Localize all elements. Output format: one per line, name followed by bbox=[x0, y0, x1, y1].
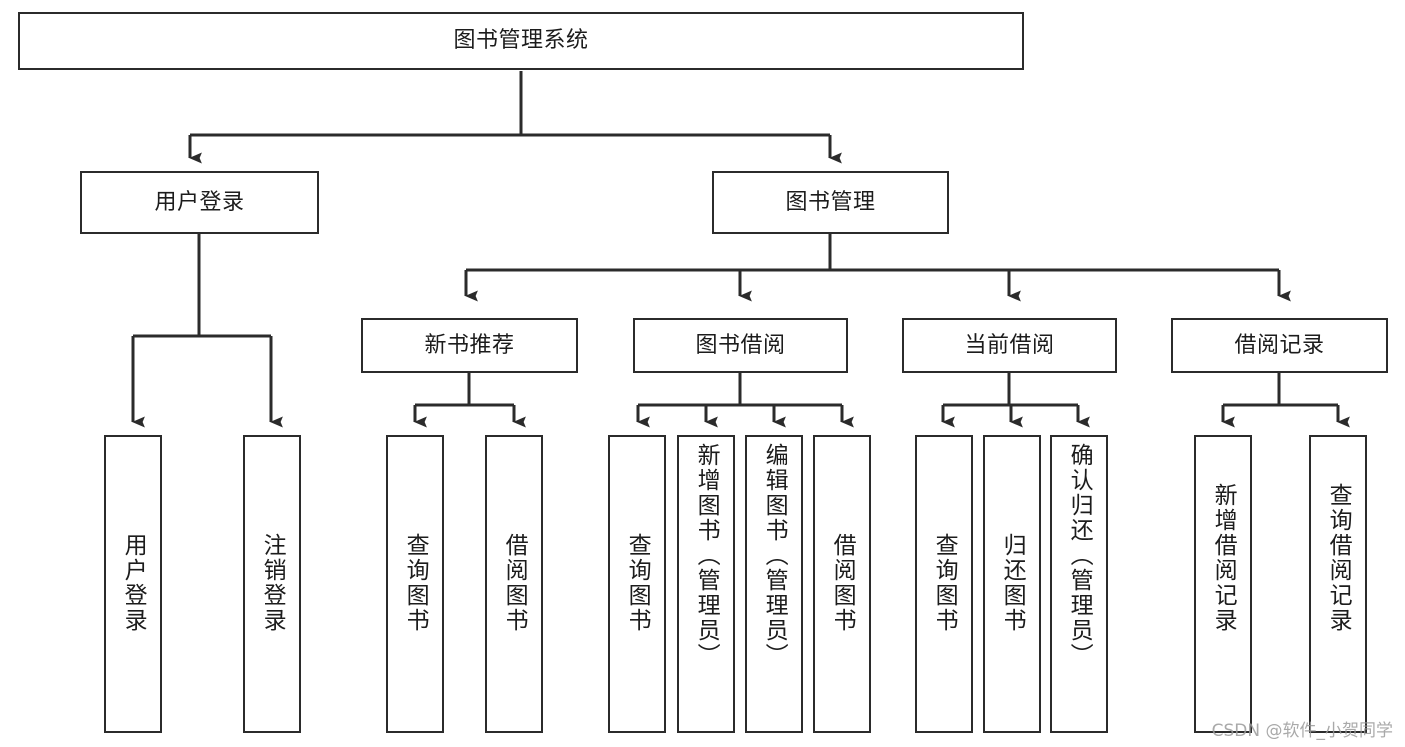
node-label: 当前借阅 bbox=[964, 332, 1055, 358]
node-borrow-record[interactable]: 借阅记录 bbox=[1171, 318, 1388, 373]
node-label: 归还图书 bbox=[999, 533, 1026, 633]
node-label: 借阅图书 bbox=[829, 533, 856, 633]
leaf-user-login[interactable]: 用户登录 bbox=[104, 435, 162, 733]
node-current-borrow[interactable]: 当前借阅 bbox=[902, 318, 1117, 373]
watermark-text: CSDN @软件_小贺同学 bbox=[1211, 721, 1393, 741]
node-book-management[interactable]: 图书管理 bbox=[712, 171, 949, 234]
node-new-book-recommend[interactable]: 新书推荐 bbox=[361, 318, 578, 373]
node-label: 图书借阅 bbox=[695, 332, 786, 358]
leaf-logout[interactable]: 注销登录 bbox=[243, 435, 301, 733]
leaf-query-borrow-record[interactable]: 查询借阅记录 bbox=[1309, 435, 1367, 733]
node-label: 新书推荐 bbox=[424, 332, 515, 358]
node-label: 图书管理系统 bbox=[453, 28, 589, 54]
node-label: 注销登录 bbox=[259, 533, 286, 633]
node-label: 用户登录 bbox=[154, 189, 245, 215]
node-label: 借阅记录 bbox=[1234, 332, 1325, 358]
leaf-add-book-admin[interactable]: 新增图书（管理员） bbox=[677, 435, 735, 733]
node-label: 查询图书 bbox=[624, 533, 651, 633]
leaf-confirm-return-admin[interactable]: 确认归还（管理员） bbox=[1050, 435, 1108, 733]
leaf-borrow-book[interactable]: 借阅图书 bbox=[813, 435, 871, 733]
leaf-add-borrow-record[interactable]: 新增借阅记录 bbox=[1194, 435, 1252, 733]
node-user-login[interactable]: 用户登录 bbox=[80, 171, 319, 234]
node-book-borrow[interactable]: 图书借阅 bbox=[633, 318, 848, 373]
node-label: 借阅图书 bbox=[501, 533, 528, 633]
node-label: 新增图书（管理员） bbox=[693, 443, 720, 668]
node-label: 新增借阅记录 bbox=[1210, 483, 1237, 633]
node-label: 编辑图书（管理员） bbox=[761, 443, 788, 668]
leaf-borrow-book-recommend[interactable]: 借阅图书 bbox=[485, 435, 543, 733]
node-label: 图书管理 bbox=[785, 189, 876, 215]
node-label: 查询借阅记录 bbox=[1325, 483, 1352, 633]
leaf-query-book-borrow[interactable]: 查询图书 bbox=[608, 435, 666, 733]
leaf-query-book-recommend[interactable]: 查询图书 bbox=[386, 435, 444, 733]
leaf-query-book-current[interactable]: 查询图书 bbox=[915, 435, 973, 733]
leaf-return-book[interactable]: 归还图书 bbox=[983, 435, 1041, 733]
node-label: 用户登录 bbox=[120, 533, 147, 633]
node-label: 查询图书 bbox=[402, 533, 429, 633]
node-label: 确认归还（管理员） bbox=[1066, 443, 1093, 668]
leaf-edit-book-admin[interactable]: 编辑图书（管理员） bbox=[745, 435, 803, 733]
node-root-system[interactable]: 图书管理系统 bbox=[18, 12, 1024, 70]
node-label: 查询图书 bbox=[931, 533, 958, 633]
